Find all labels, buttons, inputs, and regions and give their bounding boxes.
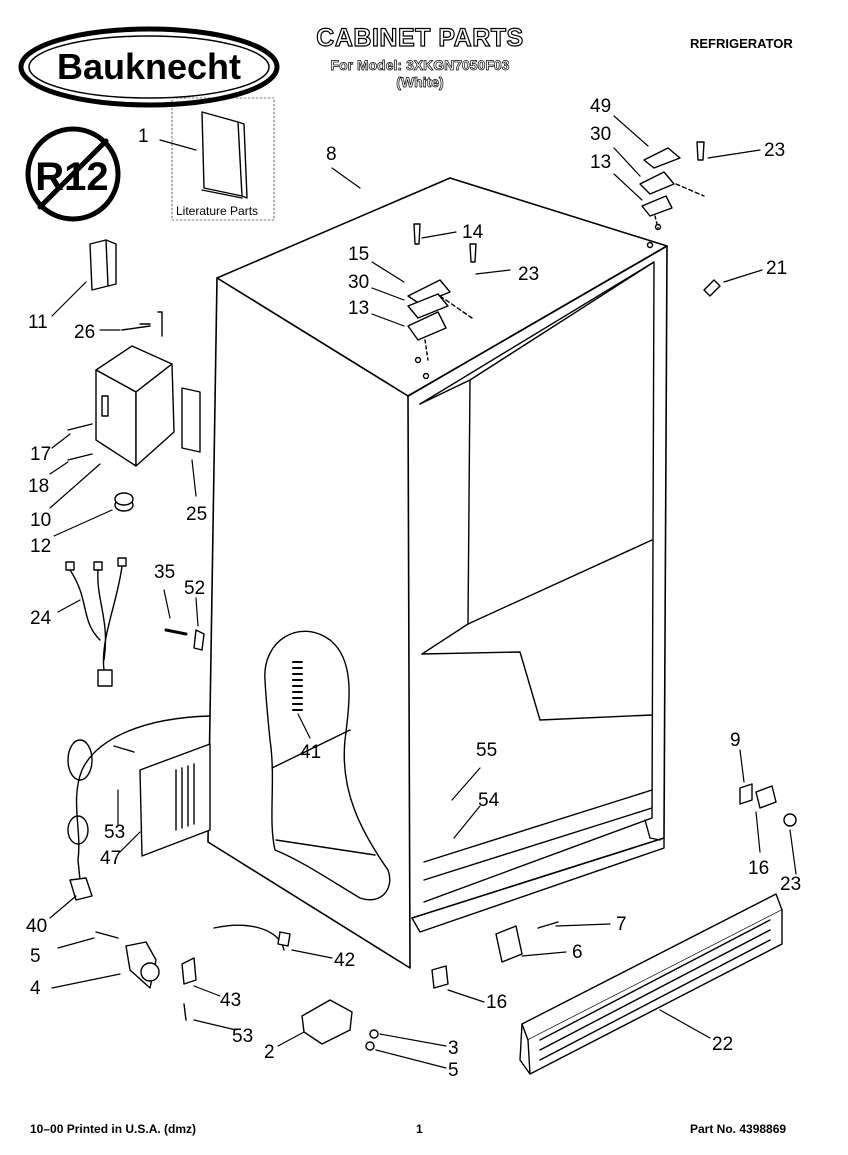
label-23: 23 — [764, 140, 785, 161]
label-24: 24 — [30, 608, 52, 629]
brand-name: Bauknecht — [57, 46, 241, 87]
category-label: REFRIGERATOR — [690, 36, 793, 51]
label-26: 26 — [74, 322, 95, 343]
label-42: 42 — [334, 950, 355, 971]
label-49: 49 — [590, 96, 611, 117]
print-info: 10–00 Printed in U.S.A. (dmz) — [30, 1122, 197, 1136]
label-21: 21 — [766, 258, 787, 279]
label-55: 55 — [476, 740, 497, 761]
label-47: 47 — [100, 848, 121, 869]
label-13b: 13 — [348, 298, 369, 319]
label-12: 12 — [30, 536, 51, 557]
label-54: 54 — [478, 790, 500, 811]
label-23b: 23 — [518, 264, 539, 285]
label-22: 22 — [712, 1034, 733, 1055]
label-13: 13 — [590, 152, 611, 173]
model-line: For Model: 3XKGN7050F03 — [330, 57, 510, 74]
power-cord-assembly — [67, 715, 211, 901]
label-8: 8 — [326, 144, 337, 165]
label-40: 40 — [26, 916, 47, 937]
literature-parts-label: Literature Parts — [176, 204, 259, 218]
toe-grille — [519, 893, 783, 1075]
label-5: 5 — [30, 946, 41, 967]
color-line: (White) — [396, 74, 444, 91]
label-43: 43 — [220, 990, 241, 1011]
page-title: CABINET PARTS — [316, 23, 524, 52]
wiring-harness — [65, 557, 127, 687]
part-number-labels: 1 8 49 30 13 23 14 15 30 13 23 21 11 26 … — [26, 96, 801, 1081]
label-52: 52 — [184, 578, 205, 599]
label-53b: 53 — [232, 1026, 253, 1047]
label-6: 6 — [572, 942, 583, 963]
top-hinge-center — [407, 223, 477, 361]
label-7: 7 — [616, 914, 627, 935]
label-30: 30 — [590, 124, 611, 145]
label-18: 18 — [28, 476, 49, 497]
label-2: 2 — [264, 1042, 275, 1063]
label-14: 14 — [462, 222, 484, 243]
part-11-relay — [89, 239, 109, 291]
label-41: 41 — [300, 742, 321, 763]
label-30b: 30 — [348, 272, 369, 293]
part-number: Part No. 4398869 — [690, 1122, 787, 1136]
label-11: 11 — [28, 312, 48, 333]
label-16b: 16 — [486, 992, 507, 1013]
r12-text: R12 — [35, 155, 108, 199]
label-4: 4 — [30, 978, 41, 999]
top-hinge-right — [639, 141, 721, 297]
label-3: 3 — [448, 1038, 459, 1059]
page-number: 1 — [416, 1122, 423, 1136]
control-box — [95, 311, 201, 467]
part-2-roller-bracket — [301, 999, 353, 1045]
label-15: 15 — [348, 244, 369, 265]
r12-no-symbol: R12 — [25, 126, 121, 222]
label-5b: 5 — [448, 1060, 459, 1081]
label-25: 25 — [186, 504, 207, 525]
label-16: 16 — [748, 858, 769, 879]
label-35: 35 — [154, 562, 175, 583]
label-10: 10 — [30, 510, 51, 531]
literature-book — [171, 97, 275, 221]
label-53: 53 — [104, 822, 125, 843]
label-1: 1 — [138, 126, 149, 147]
bauknecht-logo: Bauknecht — [18, 26, 280, 108]
label-23c: 23 — [780, 874, 801, 895]
label-9: 9 — [730, 730, 741, 751]
label-17: 17 — [30, 444, 51, 465]
